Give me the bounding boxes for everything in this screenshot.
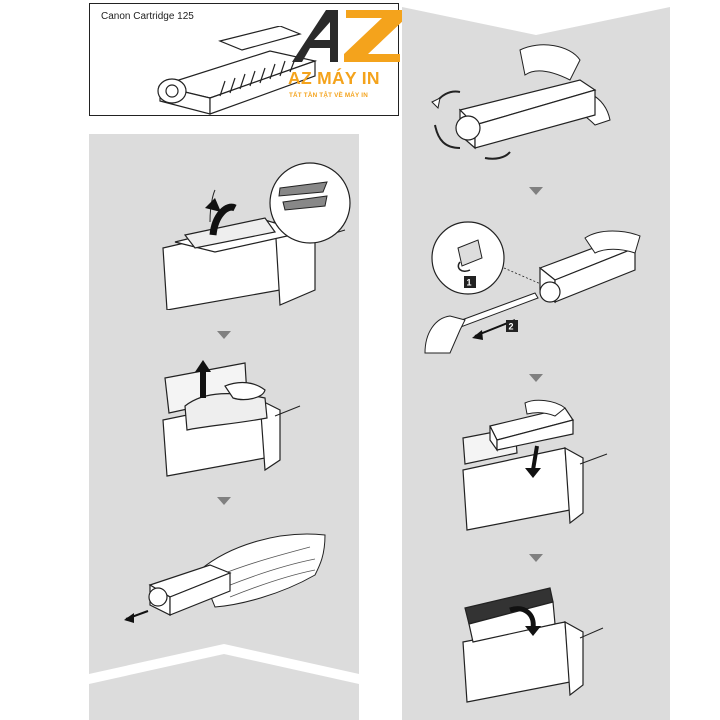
step-open-cover — [162, 162, 351, 310]
step-shake-cartridge — [431, 44, 611, 160]
step-pull-tape: 1 2 — [424, 221, 641, 354]
step-arrow-right-3 — [529, 554, 543, 562]
cartridge-illustration — [157, 26, 318, 115]
step-arrow-left-2 — [217, 497, 231, 505]
step-arrow-right-1 — [529, 187, 543, 195]
right-instruction-panel — [402, 7, 670, 720]
logo-tagline: TẤT TẦN TẬT VỀ MÁY IN — [289, 92, 368, 99]
callout-badge-2 — [506, 320, 518, 332]
step-arrow-right-2 — [529, 374, 543, 382]
step-insert-cartridge — [462, 399, 608, 531]
callout-badge-1 — [464, 276, 476, 288]
step-remove-cartridge — [162, 360, 301, 477]
step-close-cover — [462, 587, 604, 703]
callout-badge-2-label: 2 — [509, 322, 514, 332]
az-logo-mark — [292, 10, 406, 62]
az-logo: AZ MÁY IN TẤT TẦN TẬT VỀ MÁY IN — [288, 4, 406, 116]
step-unpack-cartridge — [124, 533, 326, 623]
step-arrow-left-1 — [217, 331, 231, 339]
cartridge-title: Canon Cartridge 125 — [101, 11, 194, 22]
callout-badge-1-label: 1 — [467, 278, 472, 288]
logo-name: AZ MÁY IN — [288, 68, 380, 88]
